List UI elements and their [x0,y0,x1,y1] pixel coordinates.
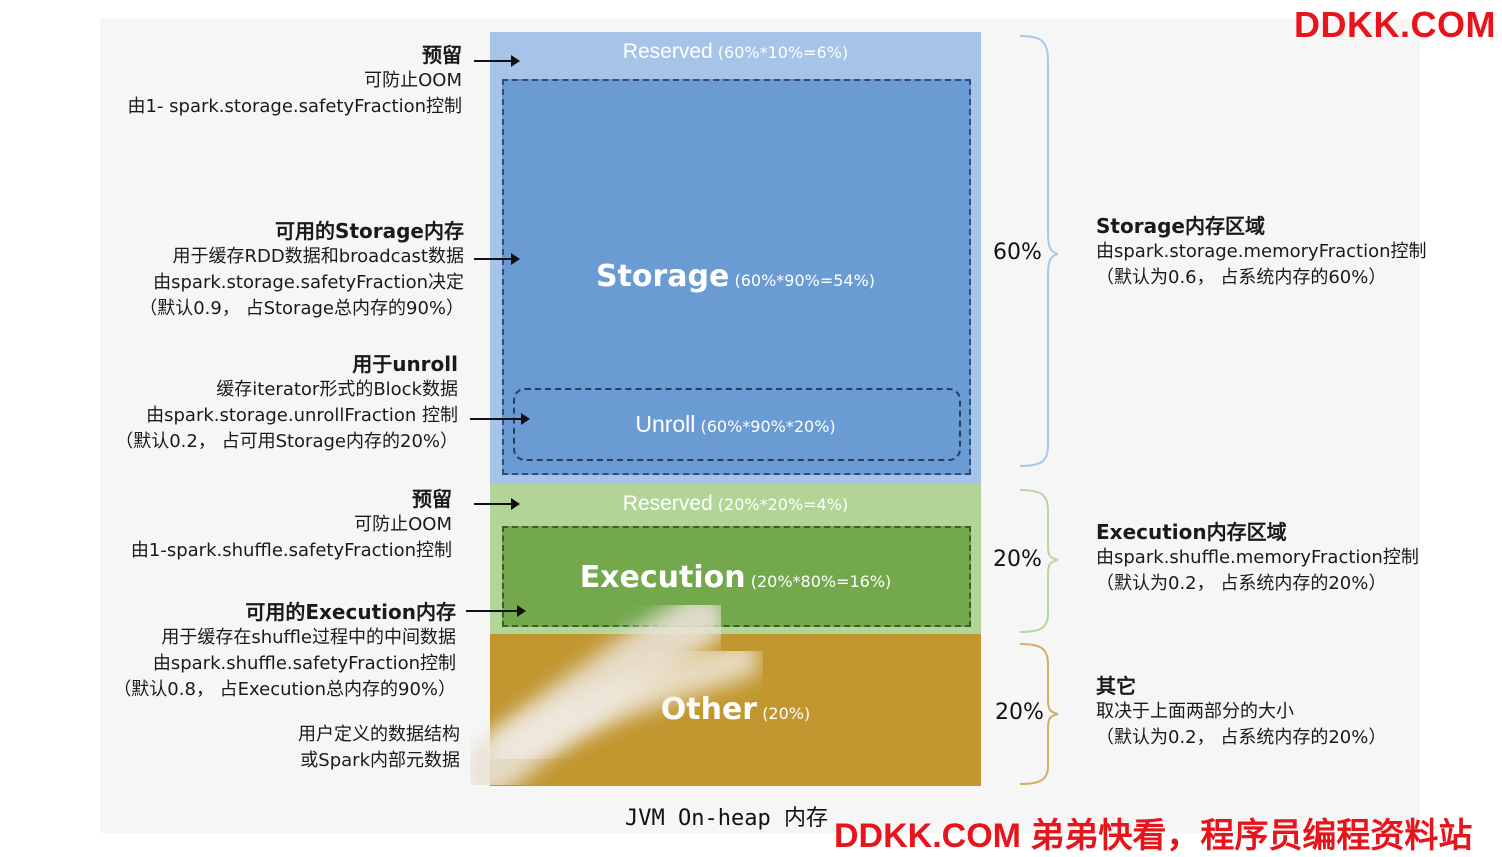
note-storage-title: 可用的Storage内存 [275,219,464,243]
note-execution: 可用的Execution内存 用于缓存在shuffle过程中的中间数据 由spa… [113,599,456,703]
reserved-top-formula: (60%*10%=6%) [717,43,849,62]
reserved-exec-formula: (20%*20%=4%) [717,495,849,514]
info-execution-line: 由spark.shuffle.memoryFraction控制 [1096,547,1419,568]
brace-storage [1019,35,1058,467]
unroll-formula: (60%*90%*20%) [700,417,836,436]
note-storage-line: 由spark.storage.safetyFraction决定 [153,272,464,293]
storage-label: Storage (60%*90%=54%) [490,259,981,294]
note-unroll: 用于unroll 缓存iterator形式的Block数据 由spark.sto… [115,351,458,455]
note-other-line: 用户定义的数据结构 [298,724,460,745]
note-reserved-exec: 预留 可防止OOM 由1-spark.shuffle.safetyFractio… [131,486,452,564]
unroll-label: Unroll (60%*90%*20%) [490,411,981,438]
pct-execution: 20% [993,547,1042,572]
arrow-storage [474,253,520,265]
info-other-title: 其它 [1096,674,1136,698]
note-execution-line: 由spark.shuffle.safetyFraction控制 [152,653,456,674]
brace-execution [1019,489,1058,633]
watermark-bottom: DDKK.COM 弟弟快看，程序员编程资料站 [834,817,1473,855]
unroll-name: Unroll [635,411,696,437]
execution-name: Execution [579,560,746,595]
storage-formula: (60%*90%=54%) [734,271,876,290]
storage-name: Storage [595,259,730,294]
note-storage: 可用的Storage内存 用于缓存RDD数据和broadcast数据 由spar… [139,218,464,322]
note-unroll-line: （默认0.2， 占可用Storage内存的20%） [115,431,458,452]
info-other-line: 取决于上面两部分的大小 [1096,701,1294,722]
pct-other: 20% [995,700,1044,725]
reserved-top-label: Reserved (60%*10%=6%) [490,40,981,64]
note-unroll-title: 用于unroll [352,352,458,376]
usable-storage-box [502,79,971,475]
brace-other [1019,643,1058,785]
smudge-mark [470,600,760,790]
reserved-exec-name: Reserved [622,492,713,515]
note-storage-line: （默认0.9， 占Storage总内存的90%） [139,298,464,319]
note-execution-line: 用于缓存在shuffle过程中的中间数据 [161,627,456,648]
diagram-caption: JVM On-heap 内存 [625,806,828,831]
info-storage-title: Storage内存区域 [1096,214,1265,238]
arrow-reserved-exec [474,498,520,510]
info-other-line: （默认为0.2， 占系统内存的20%） [1096,727,1387,748]
execution-label: Execution (20%*80%=16%) [490,560,981,595]
usable-execution-box [502,526,971,627]
note-other-line: 或Spark内部元数据 [300,750,460,771]
info-execution-line: （默认为0.2， 占系统内存的20%） [1096,573,1387,594]
note-reserved-top: 预留 可防止OOM 由1- spark.storage.safetyFracti… [127,42,462,120]
other-formula: (20%) [762,704,811,723]
note-reserved-top-line: 可防止OOM [364,70,462,91]
note-reserved-top-title: 预留 [422,43,462,67]
arrow-unroll [470,413,530,425]
note-execution-title: 可用的Execution内存 [245,600,456,624]
reserved-top-name: Reserved [622,40,713,63]
arrow-execution [466,605,526,617]
note-reserved-exec-title: 预留 [412,487,452,511]
region-braces [1019,35,1058,785]
reserved-exec-label: Reserved (20%*20%=4%) [490,492,981,516]
info-other: 其它 取决于上面两部分的大小 （默认为0.2， 占系统内存的20%） [1096,673,1386,751]
info-storage-line: 由spark.storage.memoryFraction控制 [1096,241,1427,262]
arrow-reserved-top [474,55,520,67]
note-reserved-exec-line: 可防止OOM [354,514,452,535]
watermark-top: DDKK.COM [1294,4,1496,45]
note-storage-line: 用于缓存RDD数据和broadcast数据 [172,246,465,267]
note-unroll-line: 由spark.storage.unrollFraction 控制 [146,405,458,426]
info-storage: Storage内存区域 由spark.storage.memoryFractio… [1096,213,1427,291]
note-unroll-line: 缓存iterator形式的Block数据 [216,379,458,400]
note-other: 用户定义的数据结构 或Spark内部元数据 [298,722,460,774]
info-execution: Execution内存区域 由spark.shuffle.memoryFract… [1096,519,1419,597]
note-execution-line: （默认0.8， 占Execution总内存的90%） [113,679,456,700]
pct-storage: 60% [993,240,1042,265]
note-reserved-top-line: 由1- spark.storage.safetyFraction控制 [127,96,462,117]
execution-formula: (20%*80%=16%) [750,572,892,591]
info-execution-title: Execution内存区域 [1096,520,1287,544]
info-storage-line: （默认为0.6， 占系统内存的60%） [1096,267,1387,288]
unroll-box [513,388,961,461]
note-reserved-exec-line: 由1-spark.shuffle.safetyFraction控制 [130,540,452,561]
other-label: Other (20%) [490,692,981,727]
